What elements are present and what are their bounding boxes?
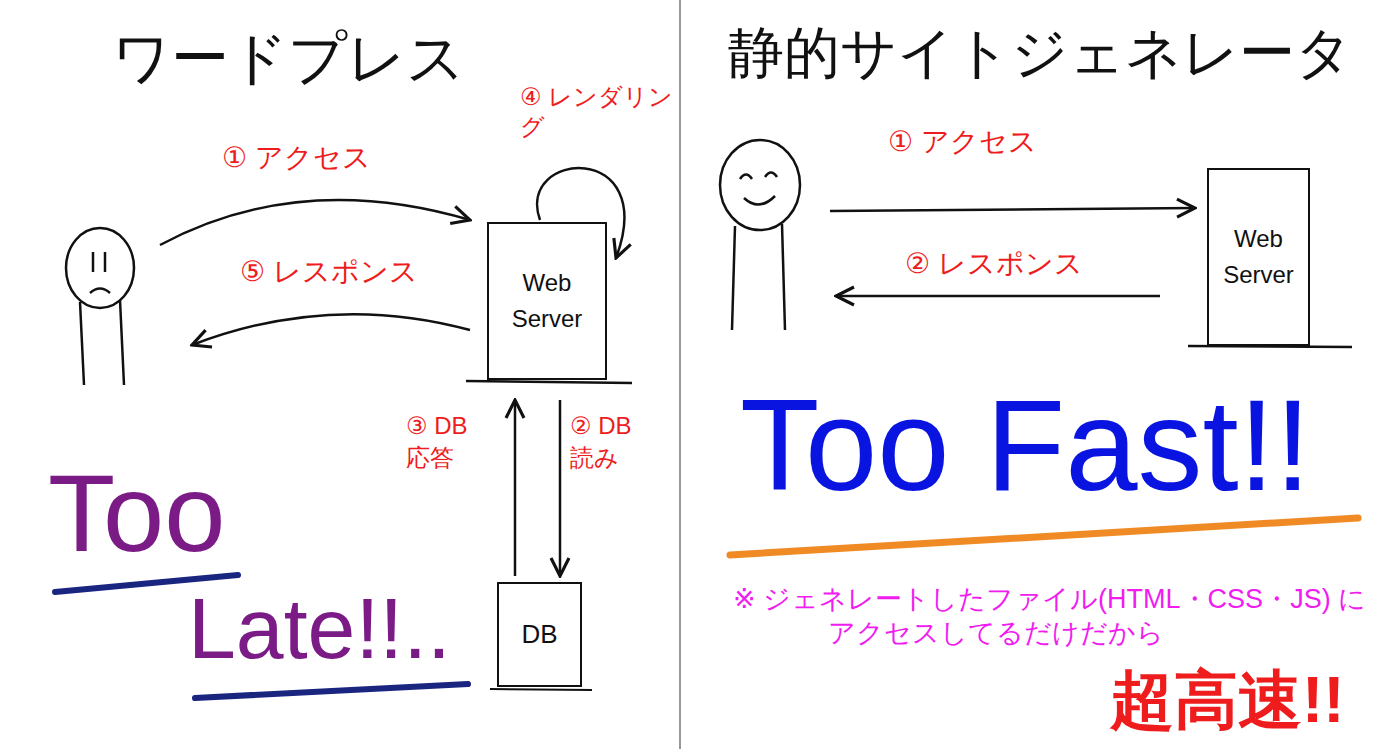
- ground-line: [1188, 346, 1352, 347]
- response-arrow: [192, 314, 470, 345]
- step-label: ① アクセス: [888, 124, 1037, 159]
- box-label: Web Server: [495, 265, 599, 337]
- step-label: ② レスポンス: [905, 246, 1083, 281]
- person-mouth: [744, 196, 775, 205]
- edge-label: ③ DB応答: [406, 410, 478, 475]
- slogan: Too: [48, 458, 225, 568]
- access-arrow: [830, 208, 1195, 211]
- person-body: [120, 300, 124, 385]
- person-head: [66, 228, 134, 308]
- person-head: [720, 140, 800, 230]
- slogan: Late!!..: [188, 585, 451, 671]
- person-body: [732, 226, 735, 330]
- connector-group: [515, 400, 560, 576]
- title: 静的サイトジェネレータ: [728, 18, 1352, 88]
- step-label: ① アクセス: [222, 140, 371, 175]
- step-label: ④ レンダリング: [520, 82, 676, 142]
- ground-line: [490, 689, 592, 690]
- render-loop-arrow: [537, 168, 624, 258]
- note: ※ ジェネレートしたファイル(HTML・CSS・JS) にアクセスしてるだけだか…: [733, 583, 1373, 651]
- step-label: ⑤ レスポンス: [240, 254, 418, 289]
- database-box: DB: [497, 582, 582, 687]
- person-body: [782, 224, 785, 330]
- person-eye: [765, 173, 777, 178]
- ground-line: [466, 381, 632, 383]
- slogan: Too Fast!!: [740, 380, 1311, 510]
- response-arrow: [836, 295, 1160, 298]
- server-box: Web Server: [1207, 168, 1310, 346]
- title: ワードプレス: [112, 22, 465, 95]
- person-eye: [740, 175, 752, 180]
- person-mouth: [90, 289, 110, 294]
- connector-arrow: [559, 400, 562, 576]
- divider-line: [679, 0, 681, 749]
- underline: [730, 518, 1358, 555]
- emphasis: 超高速!!: [1110, 668, 1345, 732]
- server-box: Web Server: [487, 222, 607, 380]
- access-arrow: [160, 200, 470, 245]
- underline: [195, 684, 468, 698]
- connector-arrow: [514, 400, 517, 576]
- edge-label: ② DB読み: [570, 410, 642, 475]
- box-label: Web Server: [1215, 221, 1302, 293]
- box-label: DB: [521, 615, 557, 654]
- person-eye: [104, 252, 107, 272]
- person-body: [80, 302, 84, 385]
- person-eye: [92, 252, 95, 272]
